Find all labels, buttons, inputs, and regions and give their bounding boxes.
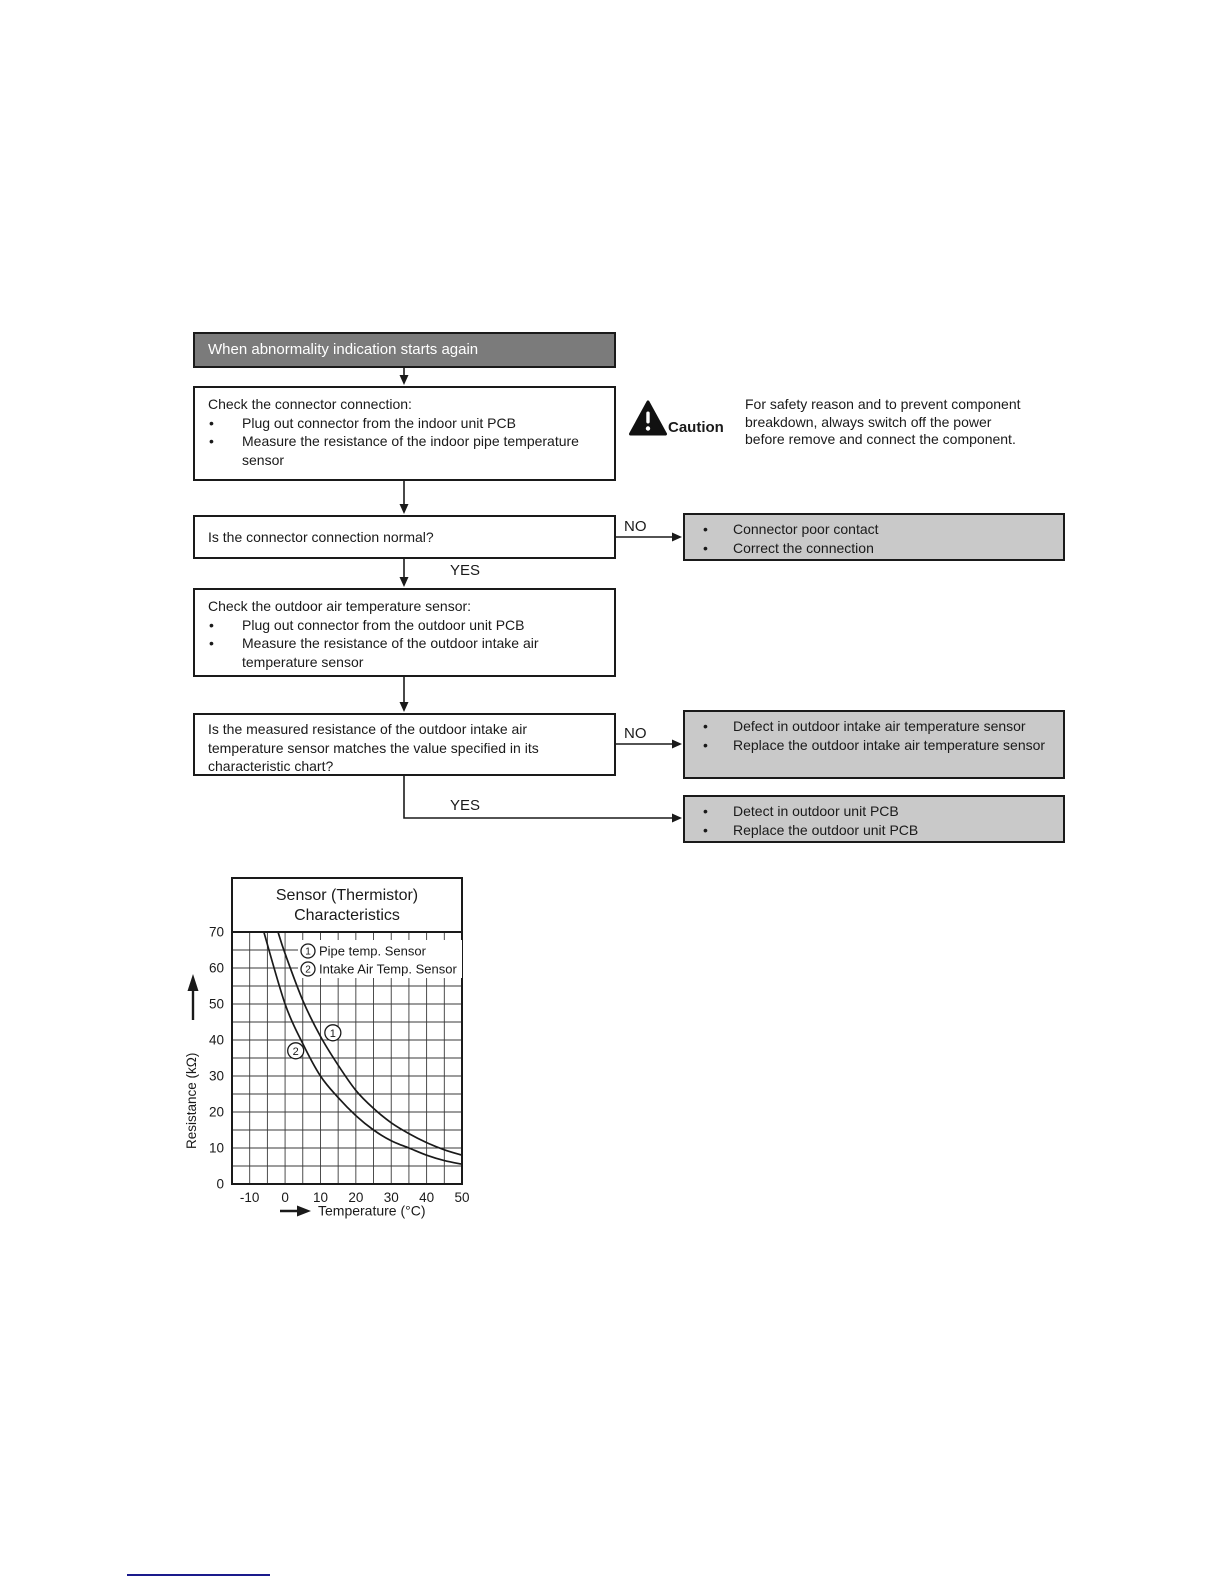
curve-label-num: 1: [330, 1028, 336, 1040]
x-tick-label: 30: [384, 1190, 399, 1205]
y-axis-arrow-head: [187, 974, 199, 991]
label-no-2: NO: [624, 725, 647, 742]
curve-label-num: 2: [293, 1046, 299, 1058]
result-bullets: •Detect in outdoor unit PCB •Replace the …: [685, 802, 1063, 839]
legend-label: Pipe temp. Sensor: [319, 943, 427, 958]
x-tick-label: -10: [240, 1190, 260, 1205]
step-title: Check the connector connection:: [208, 396, 412, 412]
y-tick-label: 70: [209, 925, 224, 940]
result-pcb-defect-box: •Detect in outdoor unit PCB •Replace the …: [683, 795, 1065, 843]
chart-title-box: [231, 877, 463, 933]
legend-marker-num: 1: [305, 947, 311, 958]
x-axis-arrow-head: [297, 1205, 311, 1217]
curve-1: [277, 932, 462, 1157]
bullet-item: •Replace the outdoor unit PCB: [703, 821, 919, 838]
chart-title: Sensor (Thermistor): [276, 887, 418, 904]
legend-box: [298, 940, 462, 978]
bullet-item: •Measure the resistance of the indoor pi…: [209, 433, 579, 468]
result-connector-poor-contact-box: •Connector poor contact •Correct the conn…: [683, 513, 1065, 561]
step-check-outdoor-sensor-box: Check the outdoor air temperature sensor…: [193, 588, 616, 677]
y-tick-label: 40: [209, 1033, 224, 1048]
label-yes-1: YES: [450, 562, 481, 579]
y-tick-label: 10: [209, 1141, 224, 1156]
bullet-item: •Correct the connection: [703, 539, 874, 556]
bullet-item: •Plug out connector from the outdoor uni…: [209, 616, 525, 633]
step-title: Check the outdoor air temperature sensor…: [208, 598, 472, 614]
footer-rule: [127, 1574, 270, 1576]
bullet-item: •Measure the resistance of the outdoor i…: [209, 635, 539, 670]
x-tick-label: 20: [348, 1190, 363, 1205]
connector-q2-yes: [403, 776, 682, 823]
x-axis-label: Temperature (°C): [318, 1203, 426, 1219]
question-connector-normal-box: Is the connector connection normal?: [193, 515, 616, 559]
y-tick-label: 20: [209, 1105, 224, 1120]
x-tick-label: 0: [281, 1190, 289, 1205]
label-no-1: NO: [624, 518, 647, 535]
x-tick-label: 10: [313, 1190, 328, 1205]
start-label: When abnormality indication starts again: [208, 340, 479, 358]
y-tick-label: 60: [209, 961, 224, 976]
bullet-item: •Plug out connector from the indoor unit…: [209, 414, 516, 431]
question-label: Is the connector connection normal?: [208, 528, 434, 545]
question-resistance-match-box: Is the measured resistance of the outdoo…: [193, 713, 616, 776]
caution-label: Caution: [668, 419, 724, 436]
flowchart-start-box: When abnormality indication starts again: [193, 332, 616, 368]
bullet-item: •Connector poor contact: [703, 521, 879, 537]
curve-label-circle: [324, 1024, 342, 1042]
y-tick-label: 30: [209, 1069, 224, 1084]
thermistor-chart: Sensor (Thermistor) Characteristics 1 Pipe …: [184, 877, 470, 1219]
x-tick-label: 50: [454, 1190, 469, 1205]
chart-title: Characteristics: [294, 907, 400, 924]
x-tick-label: 40: [419, 1190, 434, 1205]
legend-marker-num: 2: [305, 965, 311, 976]
curve-2: [263, 932, 462, 1166]
step-bullets: •Plug out connector from the outdoor uni…: [208, 616, 606, 672]
caution-icon: [629, 400, 667, 436]
step-check-connector-box: Check the connector connection: •Plug ou…: [193, 386, 616, 481]
curve-label-circle: [287, 1042, 305, 1060]
result-sensor-defect-box: •Defect in outdoor intake air temperatur…: [683, 710, 1065, 779]
question-label: Is the measured resistance of the outdoo…: [208, 721, 539, 774]
legend-label: Intake Air Temp. Sensor: [319, 961, 457, 976]
text-line: breakdown, always switch off the power: [745, 413, 992, 430]
text-line: before remove and connect the component.: [745, 431, 1016, 447]
y-tick-label: 0: [216, 1177, 224, 1192]
caution-text: For safety reason and to prevent compone…: [745, 396, 1061, 449]
text-line: For safety reason and to prevent compone…: [745, 396, 1021, 412]
label-yes-2: YES: [450, 797, 481, 814]
step-bullets: •Plug out connector from the indoor unit…: [208, 414, 606, 470]
bullet-item: •Defect in outdoor intake air temperatur…: [703, 718, 1026, 734]
result-bullets: •Connector poor contact •Correct the conn…: [685, 520, 1063, 557]
legend-marker: [300, 961, 316, 977]
bullet-item: •Replace the outdoor intake air temperat…: [703, 736, 1046, 753]
plot-border: [231, 931, 463, 1185]
legend-marker: [300, 943, 316, 959]
y-axis-label: Resistance (kΩ): [184, 1053, 199, 1149]
result-bullets: •Defect in outdoor intake air temperatur…: [685, 717, 1063, 754]
bullet-item: •Detect in outdoor unit PCB: [703, 803, 899, 819]
y-tick-label: 50: [209, 997, 224, 1012]
